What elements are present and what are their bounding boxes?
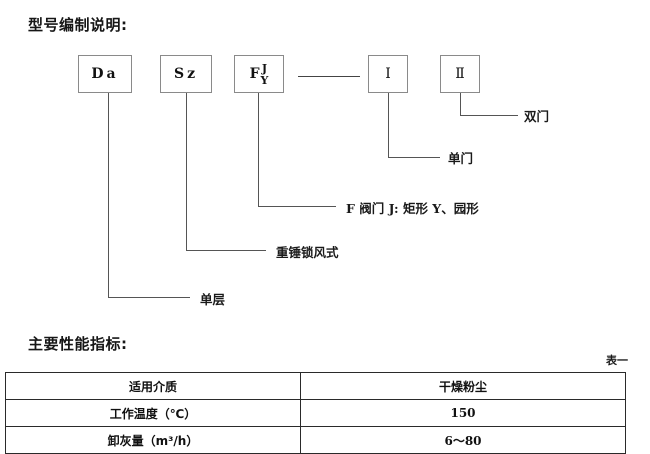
- leader-line-double-door-vertical: [460, 93, 461, 116]
- code-box-sz-label: Sz: [173, 66, 199, 82]
- leader-line-double-door-horizontal: [460, 115, 518, 116]
- leader-line-single-layer-horizontal: [108, 297, 190, 298]
- performance-table: 适用介质 干燥粉尘 工作温度（℃） 150 卸灰量（m³/h） 6～80: [5, 372, 626, 454]
- table-row: 适用介质 干燥粉尘: [5, 372, 626, 400]
- code-box-fjy-main: F: [249, 66, 260, 82]
- leader-line-single-door-horizontal: [388, 157, 440, 158]
- callout-label-valve-type: F 阀门 J: 矩形 Y、园形: [346, 201, 479, 216]
- model-section-heading: 型号编制说明:: [28, 16, 128, 34]
- code-box-da-label: Da: [91, 66, 119, 82]
- leader-line-valve-type-vertical: [258, 93, 259, 207]
- callout-label-double-door: 双门: [524, 109, 550, 124]
- code-box-sz: Sz: [160, 55, 212, 93]
- table-cell-label: 卸灰量（m³/h）: [5, 426, 301, 454]
- leader-line-single-door-vertical: [388, 93, 389, 158]
- table-cell-value: 干燥粉尘: [300, 372, 626, 400]
- code-box-roman-1-label: Ⅰ: [385, 66, 391, 82]
- leader-line-single-layer-vertical: [108, 93, 109, 298]
- code-box-da: Da: [78, 55, 132, 93]
- code-box-fjy-jy-stack: J Y: [261, 63, 269, 86]
- callout-label-single-layer: 单层: [200, 292, 226, 307]
- table-cell-label: 适用介质: [5, 372, 301, 400]
- code-box-fjy: F J Y: [234, 55, 284, 93]
- table-cell-value: 6～80: [300, 426, 626, 454]
- code-box-roman-2-label: Ⅱ: [455, 66, 465, 82]
- code-box-roman-2: Ⅱ: [440, 55, 480, 93]
- code-box-fjy-sub-bottom: Y: [260, 73, 269, 87]
- performance-section-heading: 主要性能指标:: [28, 335, 128, 353]
- leader-line-valve-type-horizontal: [258, 206, 336, 207]
- callout-label-weight-lock: 重锤锁风式: [276, 245, 339, 260]
- table-row: 工作温度（℃） 150: [5, 399, 626, 427]
- leader-line-weight-lock-horizontal: [186, 250, 266, 251]
- table-caption: 表一: [606, 354, 628, 367]
- code-box-roman-1: Ⅰ: [368, 55, 408, 93]
- leader-line-weight-lock-vertical: [186, 93, 187, 251]
- code-box-fjy-sub-top: J: [261, 61, 268, 75]
- table-cell-value: 150: [300, 399, 626, 427]
- callout-label-single-door: 单门: [448, 151, 474, 166]
- table-cell-label: 工作温度（℃）: [5, 399, 301, 427]
- dash-connector-line: [298, 76, 360, 77]
- table-row: 卸灰量（m³/h） 6～80: [5, 426, 626, 454]
